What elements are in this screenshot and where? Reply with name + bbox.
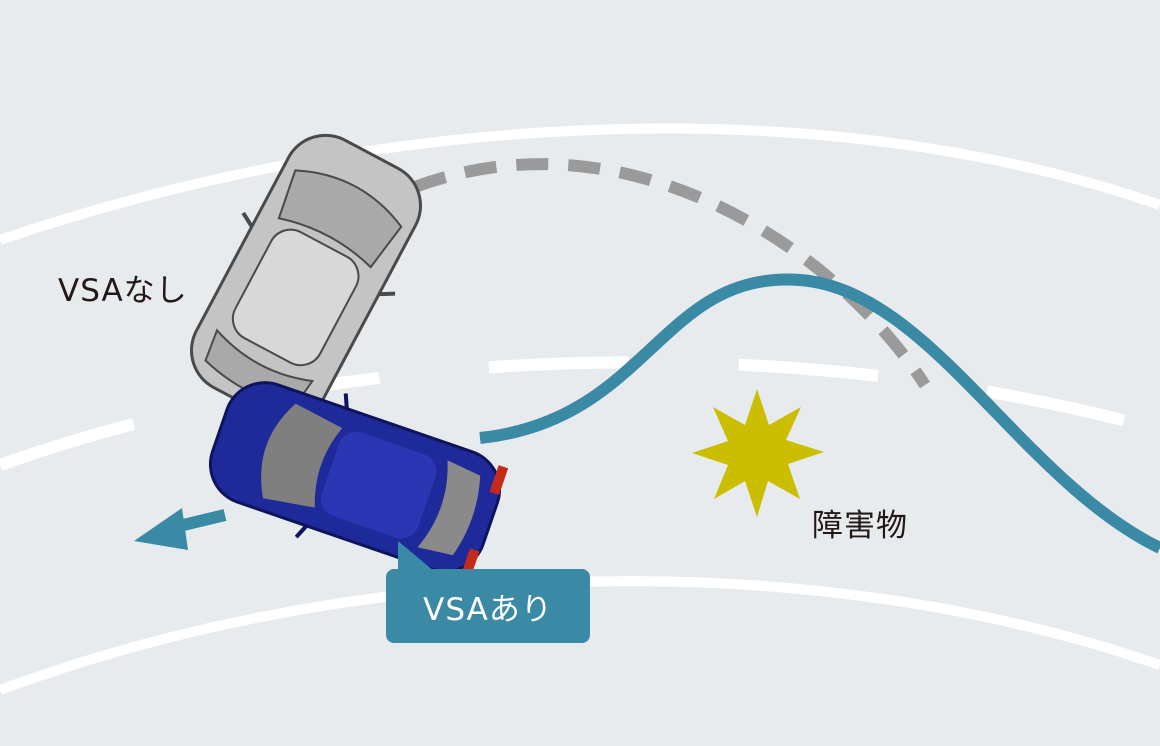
arrow-left-icon bbox=[134, 508, 188, 550]
car-no-vsa bbox=[190, 133, 422, 423]
callout-tail bbox=[398, 541, 434, 571]
vsa-callout: VSAあり bbox=[386, 569, 590, 643]
lane-divider bbox=[0, 356, 1160, 471]
car-with-vsa bbox=[208, 381, 509, 579]
obstacle-label: 障害物 bbox=[812, 508, 908, 544]
no-vsa-path bbox=[412, 158, 931, 389]
vsa-callout-label: VSAあり bbox=[423, 591, 553, 628]
no-vsa-label: VSAなし bbox=[58, 273, 188, 309]
road-edge-top bbox=[0, 123, 1160, 245]
starburst-icon bbox=[692, 389, 824, 517]
vsa-path bbox=[479, 273, 1160, 554]
